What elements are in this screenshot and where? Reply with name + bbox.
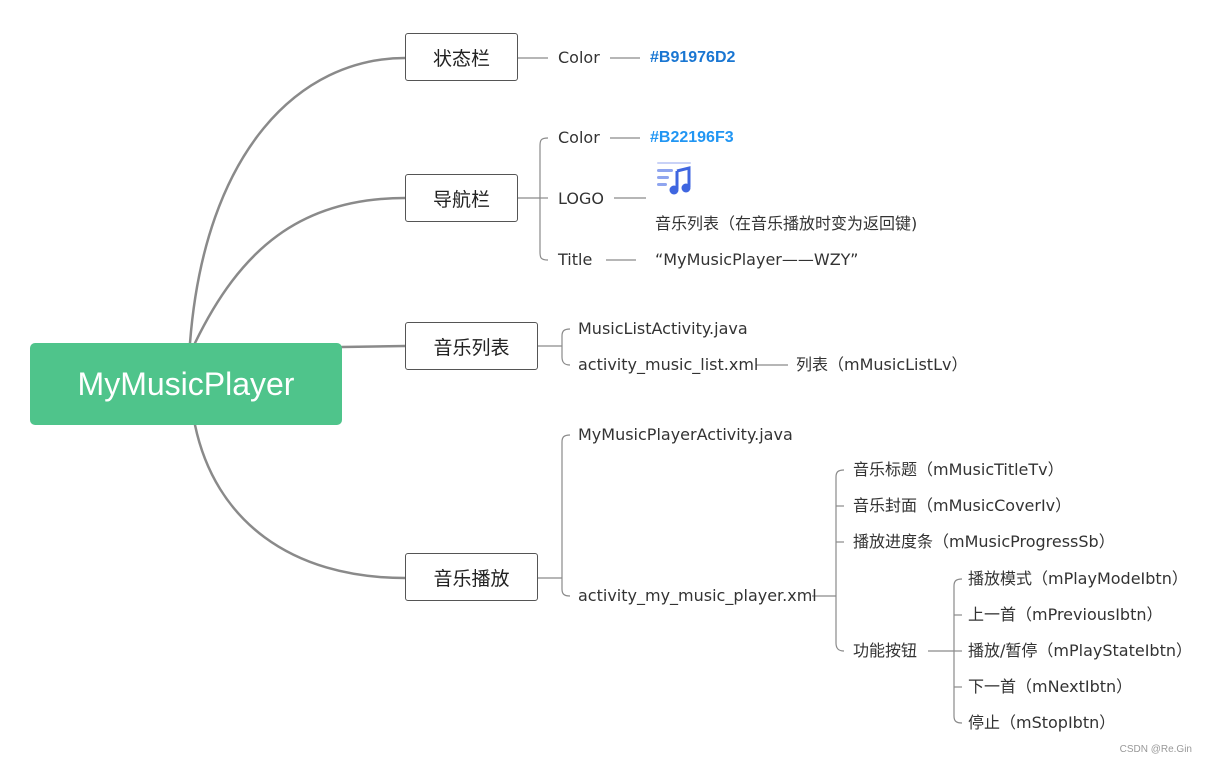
music-list-xml-file: activity_music_list.xml	[578, 355, 759, 374]
music-list-node: 音乐列表	[405, 322, 538, 370]
nav-bar-title-value: “MyMusicPlayer——WZY”	[655, 250, 859, 269]
nav-bar-color-key: Color	[558, 128, 600, 147]
function-buttons-item: 功能按钮	[853, 641, 918, 660]
nav-bar-logo-desc: 音乐列表（在音乐播放时变为返回键)	[655, 214, 918, 233]
nav-bar-node: 导航栏	[405, 174, 518, 222]
music-list-icon	[657, 162, 691, 195]
nav-bar-color-value: #B22196F3	[650, 129, 734, 146]
music-cover-item: 音乐封面（mMusicCoverIv）	[853, 496, 1072, 515]
nav-bar-title-key: Title	[558, 250, 593, 269]
music-play-xml-file: activity_my_music_player.xml	[578, 586, 817, 605]
music-play-node: 音乐播放	[405, 553, 538, 601]
next-item: 下一首（mNextIbtn）	[968, 677, 1133, 696]
music-title-item: 音乐标题（mMusicTitleTv）	[853, 460, 1064, 479]
nav-bar-logo-key: LOGO	[558, 189, 604, 208]
music-play-java-file: MyMusicPlayerActivity.java	[578, 425, 793, 444]
previous-item: 上一首（mPreviousIbtn）	[968, 605, 1163, 624]
play-state-item: 播放/暂停（mPlayStateIbtn）	[968, 641, 1192, 660]
music-list-java-file: MusicListActivity.java	[578, 319, 748, 338]
root-node: MyMusicPlayer	[30, 343, 342, 425]
status-bar-node: 状态栏	[405, 33, 518, 81]
music-list-xml-child: 列表（mMusicListLv）	[796, 355, 968, 374]
watermark: CSDN @Re.Gin	[1119, 744, 1192, 755]
play-mode-item: 播放模式（mPlayModeIbtn）	[968, 569, 1188, 588]
music-progress-item: 播放进度条（mMusicProgressSb）	[853, 532, 1115, 551]
stop-item: 停止（mStopIbtn）	[968, 713, 1116, 732]
status-bar-color-key: Color	[558, 48, 600, 67]
status-bar-color-value: #B91976D2	[650, 49, 736, 66]
